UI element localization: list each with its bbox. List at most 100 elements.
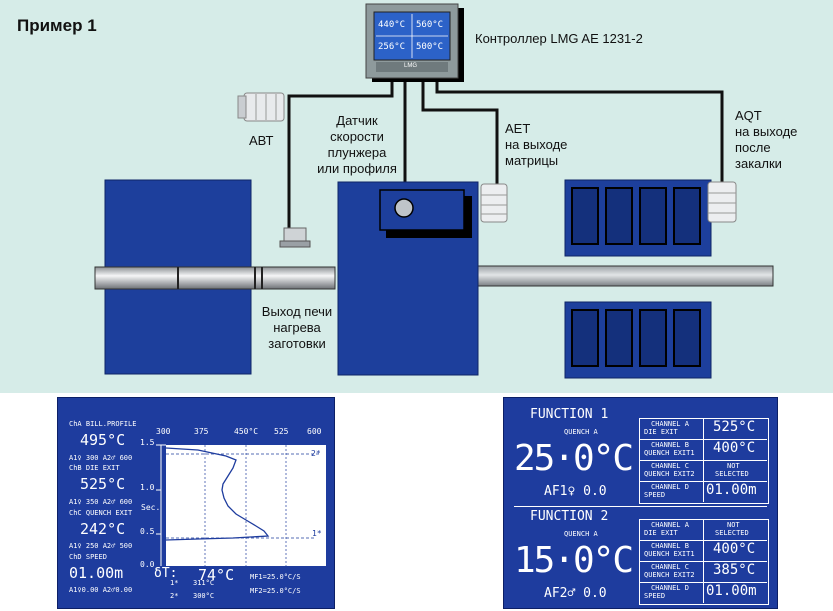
mf2-value: MF2=25.0°C/S [250, 587, 301, 595]
sensor-label-line: Датчик [336, 113, 378, 128]
extrusion-line-diagram: 440°C 560°C 256°C 500°C LMG Пример 1 Кон… [0, 0, 833, 393]
function1-table [639, 418, 769, 504]
y-tick: 0.5 [140, 527, 155, 536]
table-cell-value: 01.00m [706, 583, 757, 599]
speed-probe [279, 227, 311, 248]
table-cell-label: DIE EXIT [644, 529, 678, 537]
x-tick: 450°C [234, 427, 259, 436]
marker2-label: 2* [170, 592, 179, 600]
table-cell-value: 400°C [713, 541, 756, 557]
profile-rail [477, 265, 774, 287]
furnace-label: Выход печи нагрева заготовки [255, 304, 339, 352]
x-tick: 375 [194, 427, 209, 436]
sensor-label-line: или профиля [317, 161, 397, 176]
table-row-divider [639, 582, 767, 583]
billet-rail [94, 266, 336, 290]
x-tick: 525 [274, 427, 289, 436]
chd-value: 01.00m [69, 564, 124, 582]
sensor-label-line: скорости [330, 129, 384, 144]
function-screen: FUNCTION 1 QUENCH A 25·0°C AF1♀ 0.0 CHAN… [503, 397, 778, 609]
table-cell-value: 385°C [713, 562, 756, 578]
function1-subtitle: QUENCH A [564, 428, 598, 436]
mf1-value: MF1=25.0°C/S [250, 573, 301, 581]
chb-label: ChB DIE EXIT [69, 464, 120, 472]
sensor-label-line: плунжера [327, 145, 387, 160]
aet-sensor [480, 183, 508, 223]
quench-upper [564, 179, 712, 257]
function1-title: FUNCTION 1 [530, 407, 609, 422]
table-cell-label: SPEED [644, 592, 666, 600]
table-cell-label: CHANNEL D [651, 584, 689, 592]
aet-label: AET на выходе матрицы [505, 121, 567, 169]
cha-label: ChA BILL.PROFILE [69, 420, 137, 428]
cable-abt [287, 80, 394, 228]
table-cell-value: 525°C [713, 419, 756, 435]
table-cell-value: SELECTED [715, 470, 749, 478]
table-cell-value: SELECTED [715, 529, 749, 537]
marker-bottom-label: 1* [312, 529, 322, 538]
table-row-divider [639, 561, 767, 562]
profile-screen: ChA BILL.PROFILE 495°C A1♀ 300 A2♂ 600 C… [57, 397, 335, 609]
furnace-label-line: Выход печи [261, 304, 333, 319]
table-cell-value: NOT [727, 521, 740, 529]
chc-value: 242°C [80, 520, 126, 538]
a-limits-4: A1♀0.00 A2♂0.00 [69, 586, 133, 594]
aet-label-line: AET [505, 121, 531, 136]
chc-label: ChC QUENCH EXIT [69, 509, 133, 517]
controller-reading-1: 440°C [378, 20, 406, 30]
table-cell-value: 400°C [713, 440, 756, 456]
sensor-label: Датчик скорости плунжера или профиля [312, 113, 402, 177]
aqt-label-line: после [735, 140, 771, 155]
function1-af: AF1♀ 0.0 [544, 484, 607, 499]
table-row-divider [639, 460, 767, 461]
table-cell-label: SPEED [644, 491, 666, 499]
aqt-label: AQT на выходе после закалки [735, 108, 797, 172]
x-tick: 300 [156, 427, 171, 436]
table-cell-label: CHANNEL D [651, 483, 689, 491]
table-cell-label: DIE EXIT [644, 428, 678, 436]
table-cell-label: CHANNEL A [651, 420, 689, 428]
controller-reading-4: 500°C [416, 42, 444, 52]
abt-label: АВТ [249, 133, 274, 148]
marker-top-label: 2* [311, 449, 321, 458]
aet-label-line: на выходе [505, 137, 568, 152]
aqt-label-line: AQT [735, 108, 762, 123]
profile-plot [156, 444, 326, 566]
table-cell-label: CHANNEL B [651, 542, 689, 550]
table-cell-label: QUENCH EXIT1 [644, 550, 695, 558]
function2-af: AF2♂ 0.0 [544, 586, 607, 601]
table-cell-value: 01.00m [706, 482, 757, 498]
function1-big-value: 25·0°C [514, 438, 634, 479]
table-cell-label: QUENCH EXIT2 [644, 571, 695, 579]
chd-label: ChD SPEED [69, 553, 107, 561]
table-cell-label: CHANNEL C [651, 563, 689, 571]
x-tick: 600 [307, 427, 322, 436]
table-cell-label: CHANNEL A [651, 521, 689, 529]
aqt-label-line: закалки [735, 156, 782, 171]
profile-curve [165, 447, 270, 541]
table-cell-label: QUENCH EXIT1 [644, 449, 695, 457]
page-title: Пример 1 [17, 16, 97, 35]
y-tick: 1.0 [140, 483, 155, 492]
table-cell-label: CHANNEL B [651, 441, 689, 449]
aet-label-line: матрицы [505, 153, 559, 168]
controller-unit [365, 3, 464, 82]
table-cell-value: NOT [727, 462, 740, 470]
a-limits-2: A1♀ 350 A2♂ 600 [69, 498, 133, 506]
cha-value: 495°C [80, 431, 126, 449]
controller-brand: LMG [404, 63, 418, 69]
table-row-divider [639, 540, 767, 541]
abt-sensor [237, 92, 285, 122]
a-limits-1: A1♀ 300 A2♂ 600 [69, 454, 133, 462]
table-cell-label: CHANNEL C [651, 462, 689, 470]
press-sensor-box [379, 189, 472, 238]
a-limits-3: A1♀ 250 A2♂ 500 [69, 542, 133, 550]
table-row-divider [639, 481, 767, 482]
controller-reading-3: 256°C [378, 42, 406, 52]
marker1-label: 1* [170, 579, 179, 587]
marker2-value: 300°C [193, 592, 215, 600]
delta-t-value: 74°C [198, 566, 235, 584]
furnace-label-line: заготовки [268, 336, 326, 351]
aqt-label-line: на выходе [735, 124, 798, 139]
signal-cables [287, 80, 724, 228]
